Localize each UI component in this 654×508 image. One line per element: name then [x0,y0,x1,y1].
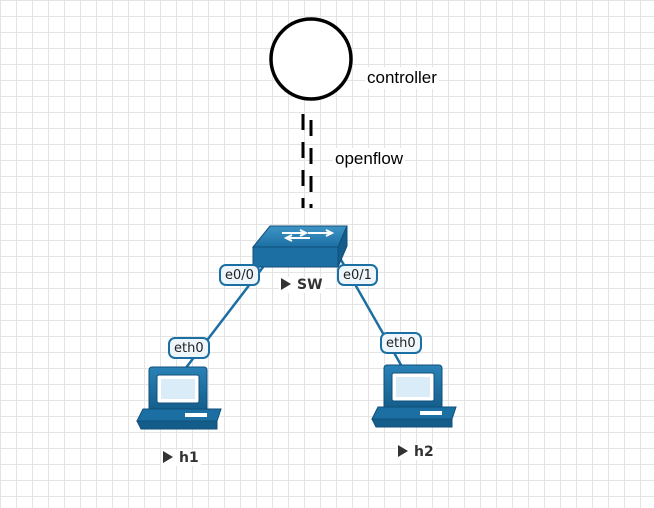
desktop-computer-icon[interactable] [371,364,457,428]
host-h2-name-text: h2 [414,444,434,460]
switch-name-text: SW [297,277,323,293]
switch-name[interactable]: SW [279,277,325,293]
host-h1-name-text: h1 [179,450,199,466]
desktop-computer-icon[interactable] [136,366,222,430]
switch-port-e0-1[interactable]: e0/1 [337,264,378,286]
host-h2-name[interactable]: h2 [396,444,436,460]
play-triangle-icon [398,445,408,457]
switch-port-e0-0[interactable]: e0/0 [219,264,260,286]
host-h1-name[interactable]: h1 [161,450,201,466]
host-h1-port[interactable]: eth0 [168,337,210,359]
host-h2-port[interactable]: eth0 [380,332,422,354]
controller-label: controller [365,67,439,89]
openflow-link [301,114,313,208]
openflow-label: openflow [333,148,406,170]
play-triangle-icon [163,451,173,463]
controller-node[interactable] [269,17,353,101]
switch-icon[interactable] [251,225,348,268]
play-triangle-icon [281,278,291,290]
